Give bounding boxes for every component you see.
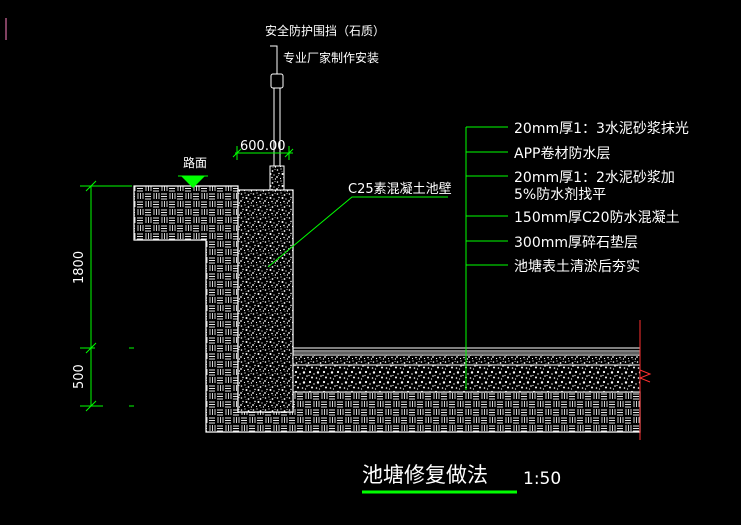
wall-leader <box>267 196 448 268</box>
layer-finish: 20mm厚1：3水泥砂浆抹光 <box>514 121 689 137</box>
road-label: 路面 <box>183 155 207 170</box>
layer-leveling: 20mm厚1：2水泥砂浆加 <box>514 170 675 186</box>
layer-leveling-cont: 5%防水剂找平 <box>514 187 606 203</box>
dimension-upper: 1800 <box>72 251 87 284</box>
dimension-dashes <box>129 347 134 407</box>
railing-label: 安全防护围挡（石质） <box>265 23 385 38</box>
drawing-title: 池塘修复做法 <box>362 463 488 487</box>
road-level-icon <box>181 176 205 188</box>
railing-note: 专业厂家制作安装 <box>283 50 379 65</box>
railing-post <box>269 73 285 191</box>
vertical-dimension-lines <box>80 180 132 412</box>
wall-label: C25素混凝土池壁 <box>348 181 452 197</box>
layer-waterproof-membrane: APP卷材防水层 <box>514 146 610 162</box>
railing-width-dimension <box>232 146 294 160</box>
layer-subgrade: 池塘表土清淤后夯实 <box>514 259 640 275</box>
dimension-lower: 500 <box>72 364 87 389</box>
callout-ticks <box>466 126 508 266</box>
concrete-wall <box>237 189 294 413</box>
layer-gravel: 300mm厚碎石垫层 <box>514 235 638 251</box>
layer-waterproof-concrete: 150mm厚C20防水混凝土 <box>514 210 680 226</box>
railing-width-value: 600.00 <box>240 139 286 154</box>
drawing-scale: 1:50 <box>523 469 561 489</box>
